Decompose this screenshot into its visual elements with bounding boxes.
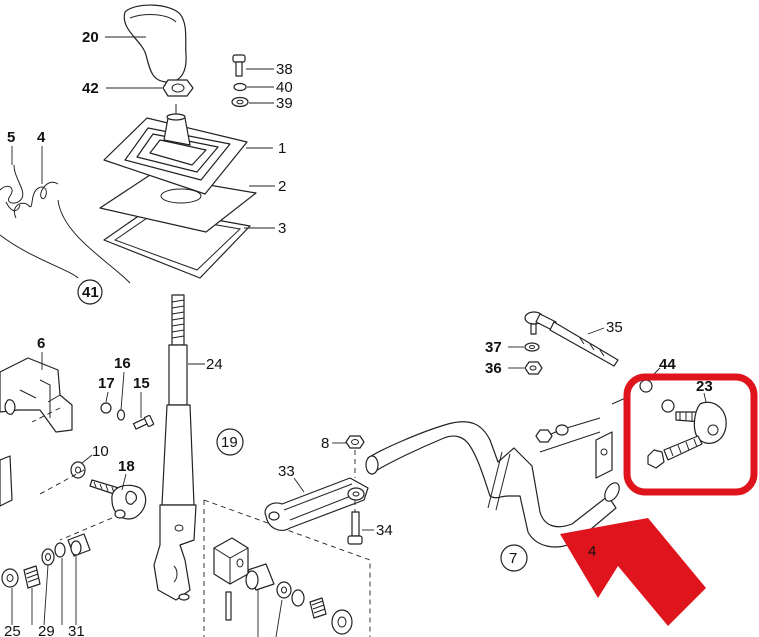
label-37: 37 [485,339,502,356]
label-44: 44 [659,356,676,373]
part-shift-rod [365,417,620,548]
label-3: 3 [278,220,286,237]
label-29: 29 [38,623,55,637]
part-washer-37 [524,342,540,352]
part-pin-31 [67,533,91,557]
part-ref-circle-7 [500,544,528,572]
part-small-nut [535,424,569,443]
part-ref-circle-19 [216,428,244,456]
arc-line [57,199,131,284]
label-39: 39 [276,95,293,112]
label-8: 8 [321,435,329,452]
label-1: 1 [278,140,286,157]
label-5: 5 [7,129,15,146]
label-24: 24 [206,356,223,373]
part-gasket [99,174,257,233]
label-40: 40 [276,79,293,96]
part-flat-washer [231,96,249,108]
part-washer-10 [70,461,86,479]
part-bolt-34 [347,511,363,545]
part-spring-washer [233,82,247,92]
highlight-box [623,373,758,496]
part-bushing-25 [1,568,19,588]
part-shift-knob [123,4,187,83]
label-35: 35 [606,319,623,336]
part-spring-right [14,181,59,219]
label-18: 18 [118,458,135,475]
label-6: 6 [37,335,45,352]
part-nut-8 [345,435,365,449]
label-36: 36 [485,360,502,377]
label-4-partial: 4 [588,543,596,560]
part-tie-rod [524,311,619,367]
part-sleeve [245,563,275,591]
label-23: 23 [696,378,713,395]
label-10: 10 [92,443,109,460]
label-15: 15 [133,375,150,392]
label-16: 16 [114,355,131,372]
part-nut-36 [524,361,543,375]
part-shift-lever [153,294,197,601]
label-41: 41 [82,284,99,301]
part-washer-16 [116,409,126,421]
label-42: 42 [82,80,99,97]
part-screw [232,54,246,77]
label-33: 33 [278,463,295,480]
part-ball-joint [639,379,727,469]
label-17: 17 [98,375,115,392]
part-shift-boot [103,104,248,195]
part-linkage [264,477,369,531]
label-25: 25 [4,623,21,637]
part-guide-block [213,537,249,585]
part-ref-circle-41 [77,279,103,305]
label-31: 31 [68,623,85,637]
label-34: 34 [376,522,393,539]
part-shift-fork [89,479,147,520]
label-20: 20 [82,29,99,46]
part-bracket [0,357,73,507]
part-rings [276,581,353,635]
part-nut [162,79,194,97]
label-2: 2 [278,178,286,195]
label-4: 4 [37,129,46,146]
part-spring-29 [23,565,41,589]
label-19: 19 [221,434,238,451]
arrow-pointing-up-left-icon [560,518,706,626]
part-bolt-15 [132,414,155,430]
part-pin [225,591,232,621]
label-7: 7 [509,550,517,567]
label-38: 38 [276,61,293,78]
part-nut-17 [100,402,112,414]
